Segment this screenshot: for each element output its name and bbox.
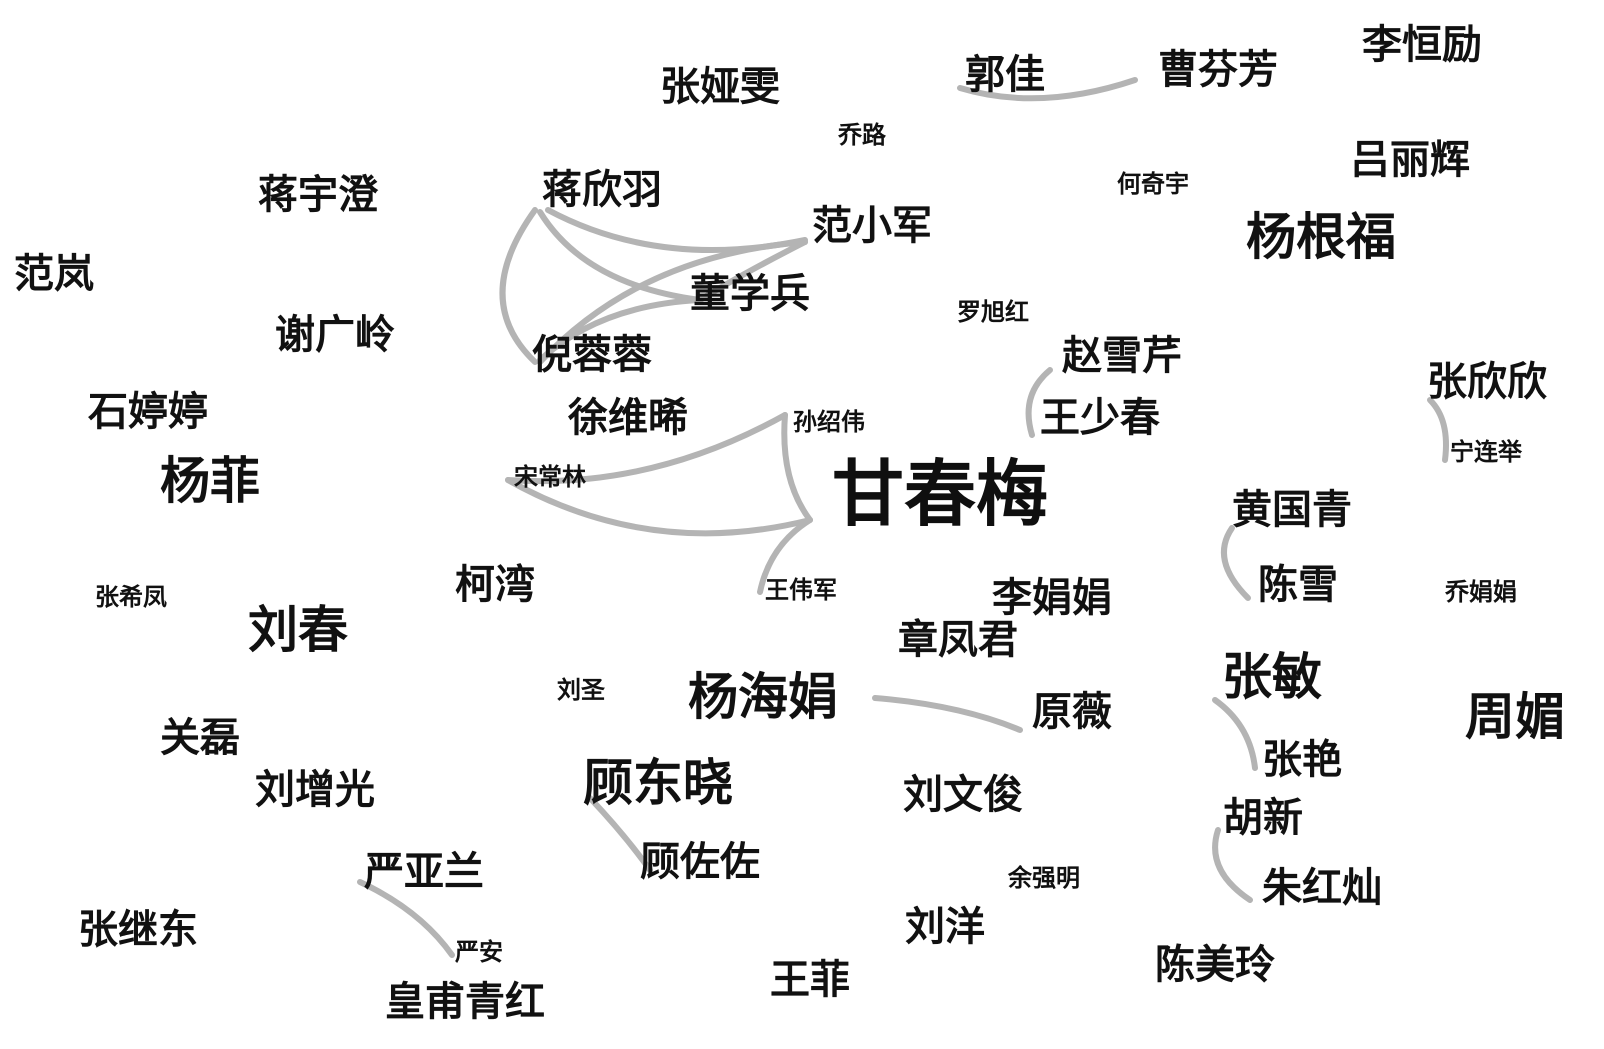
node-wang-shaochun: 王少春	[1040, 395, 1160, 441]
node-gan-chunmei: 甘春梅	[832, 452, 1049, 536]
link-zhaoxueqin-wangshaochun	[1025, 367, 1053, 438]
link-sunshaowei-ganchunmei	[781, 412, 813, 523]
node-yan-an: 严安	[455, 938, 503, 966]
node-ke-wan: 柯湾	[455, 562, 535, 608]
node-li-juanjuan: 李娟娟	[992, 575, 1112, 621]
node-zhang-min: 张敏	[1222, 648, 1322, 706]
node-yang-genfu: 杨根福	[1246, 208, 1396, 266]
node-qiao-juanjuan: 乔娟娟	[1445, 578, 1517, 606]
node-luo-xuhong: 罗旭红	[957, 298, 1029, 326]
node-yan-yalan: 严亚兰	[364, 849, 484, 895]
node-liu-yang: 刘洋	[905, 904, 985, 950]
node-gu-zuozuo: 顾佐佐	[640, 839, 760, 885]
link-jiangxinyu-dongxuebing	[537, 209, 703, 303]
node-gu-dongxiao: 顾东晓	[583, 754, 733, 812]
node-cao-fenfang: 曹芬芳	[1158, 47, 1278, 93]
link-dongxuebing-nirongrong	[537, 297, 703, 363]
node-liu-zengguang: 刘增光	[255, 767, 375, 813]
node-liu-sheng: 刘圣	[557, 676, 605, 704]
node-zhang-xifeng: 张希凤	[95, 583, 167, 611]
node-zhu-hongcan: 朱红灿	[1262, 865, 1382, 911]
node-zhao-xueqin: 赵雪芹	[1062, 333, 1182, 379]
node-li-henglii: 李恒励	[1362, 22, 1482, 68]
node-fan-xiaojun: 范小军	[812, 203, 932, 249]
node-liu-wenjun: 刘文俊	[903, 772, 1023, 818]
link-fanxiaojun-dongxuebing	[697, 239, 808, 303]
link-huxin-zhuhongcan	[1212, 827, 1253, 903]
link-guojia-caofenfang	[957, 77, 1138, 102]
node-liu-chun: 刘春	[248, 601, 348, 659]
node-guo-jia: 郭佳	[965, 52, 1045, 98]
link-yanghaijuan-yuanwei	[872, 695, 1023, 733]
link-songchanglin-ganchunmei	[505, 477, 813, 537]
node-shi-tingting: 石婷婷	[88, 389, 208, 435]
node-zhang-xinxin: 张欣欣	[1427, 359, 1547, 405]
link-huangguoqing-chenxue	[1221, 525, 1251, 601]
node-chen-meiling: 陈美玲	[1155, 942, 1275, 988]
node-fan-lan: 范岚	[14, 251, 94, 297]
node-zhang-yan: 张艳	[1262, 737, 1342, 783]
node-qiao-lu: 乔路	[838, 121, 886, 149]
node-wang-weijun: 王伟军	[765, 576, 837, 604]
node-yu-qiangming: 余强明	[1008, 864, 1080, 892]
node-zhang-yawen: 张娅雯	[660, 64, 780, 110]
node-he-qiyu: 何奇宇	[1117, 170, 1189, 198]
node-guan-lei: 关磊	[160, 715, 240, 761]
node-ning-lianju: 宁连举	[1450, 438, 1522, 466]
link-ganchunmei-wangweijun	[757, 517, 813, 595]
link-yanyalan-yanan	[357, 879, 455, 958]
node-xie-guangling: 谢广岭	[275, 312, 395, 358]
link-zhangxinxin-ninglianju	[1427, 397, 1449, 463]
node-zhou-mei: 周媚	[1465, 688, 1565, 746]
node-hu-xin: 胡新	[1223, 795, 1303, 841]
link-zhangmin-zhangyan	[1212, 697, 1258, 771]
node-yuan-wei: 原薇	[1032, 689, 1112, 735]
node-lv-lihui: 吕丽辉	[1350, 137, 1470, 183]
node-song-changlin: 宋常林	[514, 463, 586, 491]
node-yang-haijuan: 杨海娟	[688, 668, 838, 726]
node-chen-xue: 陈雪	[1258, 562, 1338, 608]
link-gudongxiao-guzuozuo	[587, 795, 653, 873]
link-jiangxinyu-nirongrong	[499, 207, 538, 365]
node-zhang-jidong: 张继东	[78, 907, 198, 953]
node-sun-shaowei: 孙绍伟	[793, 408, 865, 436]
node-jiang-xinyu: 蒋欣羽	[542, 167, 662, 213]
link-songchanglin-sunshaowei	[505, 412, 788, 485]
node-xu-weixi: 徐维晞	[568, 395, 688, 441]
node-zhang-fengjun: 章凤君	[898, 617, 1018, 663]
node-wang-fei: 王菲	[770, 957, 850, 1003]
node-dong-xuebing: 董学兵	[690, 271, 810, 317]
node-huang-guoqing: 黄国青	[1232, 487, 1352, 533]
node-jiang-yucheng: 蒋宇澄	[258, 172, 378, 218]
node-ni-rongrong: 倪蓉蓉	[532, 332, 652, 378]
node-yang-fei: 杨菲	[160, 452, 260, 510]
node-huangfu-qinghong: 皇甫青红	[385, 979, 545, 1025]
